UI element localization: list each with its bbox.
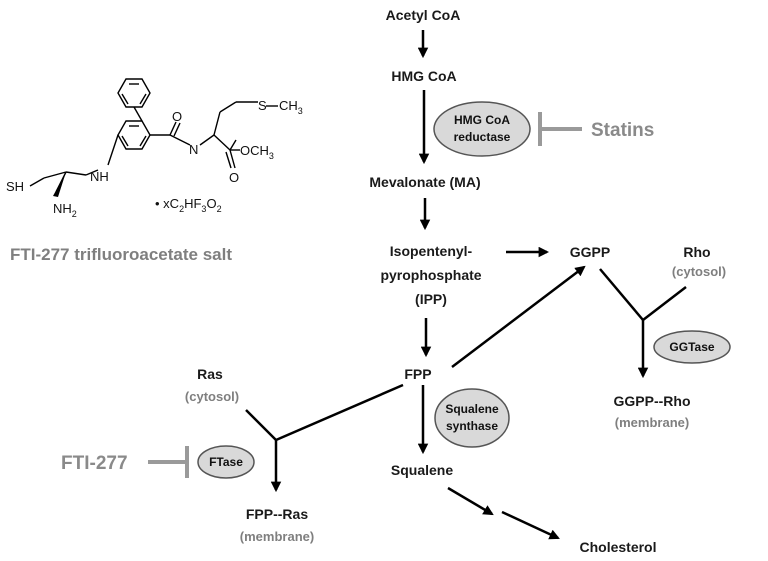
- wedge-bond: [53, 172, 66, 197]
- ftase-enzyme: [197, 445, 255, 479]
- hmg-reductase-line1: HMG CoA: [454, 113, 510, 127]
- hmg-reductase-line2: reductase: [454, 130, 511, 144]
- s-label: S: [258, 98, 267, 113]
- cholesterol-label: Cholesterol: [579, 539, 656, 555]
- o-ester-label: O: [229, 170, 239, 185]
- fpp-join-line: [275, 383, 404, 442]
- squalene-synthase-line1: Squalene: [445, 402, 499, 416]
- n-label: N: [189, 142, 198, 157]
- nh-label: NH: [90, 169, 109, 184]
- ggpp-rho-location: (membrane): [615, 415, 689, 430]
- rho-location: (cytosol): [672, 264, 726, 279]
- sh-label: SH: [6, 179, 24, 194]
- ggpp-rho-label: GGPP--Rho: [614, 393, 691, 409]
- arrow-squalene-to-cholesterol-2: [501, 510, 560, 540]
- acetyl-coa-label: Acetyl CoA: [386, 7, 461, 23]
- fpp-ras-location: (membrane): [240, 529, 314, 544]
- salt-formula: • xC2HF3O2: [155, 196, 222, 214]
- rho-join-line: [642, 286, 687, 321]
- ggpp-label: GGPP: [570, 244, 610, 260]
- fpp-label: FPP: [404, 366, 431, 382]
- hmg-coa-reductase-enzyme: [433, 101, 531, 157]
- squalene-synthase-line2: synthase: [446, 419, 498, 433]
- hmg-coa-label: HMG CoA: [391, 68, 456, 84]
- ipp-line2: pyrophosphate: [380, 267, 481, 283]
- ftase-label: FTase: [209, 455, 243, 469]
- ch3-label: CH3: [279, 98, 303, 116]
- fti-277-structure: SH NH2 NH O N S CH3 O OCH3 • xC2HF3O2: [6, 78, 303, 219]
- mevalonate-label: Mevalonate (MA): [369, 174, 480, 190]
- benzene-ring: [117, 120, 151, 150]
- och3-label: OCH3: [240, 143, 274, 161]
- arrow-squalene-to-cholesterol-1: [447, 486, 494, 516]
- nh2-label: NH2: [53, 201, 77, 219]
- structure-caption: FTI-277 trifluoroacetate salt: [10, 245, 232, 264]
- ras-location: (cytosol): [185, 389, 239, 404]
- ras-label: Ras: [197, 366, 223, 382]
- squalene-label: Squalene: [391, 462, 453, 478]
- ipp-line1: Isopentenyl-: [390, 243, 473, 259]
- statins-label: Statins: [591, 120, 654, 141]
- o-amide-label: O: [172, 109, 182, 124]
- rho-label: Rho: [683, 244, 710, 260]
- ggtase-label: GGTase: [669, 340, 714, 354]
- fpp-ras-label: FPP--Ras: [246, 506, 308, 522]
- phenyl-ring: [117, 78, 151, 108]
- ras-join-line: [245, 409, 277, 441]
- ipp-line3: (IPP): [415, 291, 447, 307]
- statins-inhibition: [538, 112, 582, 146]
- ggpp-join-line: [599, 268, 644, 321]
- ggtase-enzyme: [653, 330, 731, 364]
- fti-277-label: FTI-277: [61, 453, 128, 474]
- fti-inhibition: [148, 446, 189, 478]
- squalene-synthase-enzyme: [434, 388, 510, 448]
- arrow-fpp-to-ggpp: [451, 265, 586, 368]
